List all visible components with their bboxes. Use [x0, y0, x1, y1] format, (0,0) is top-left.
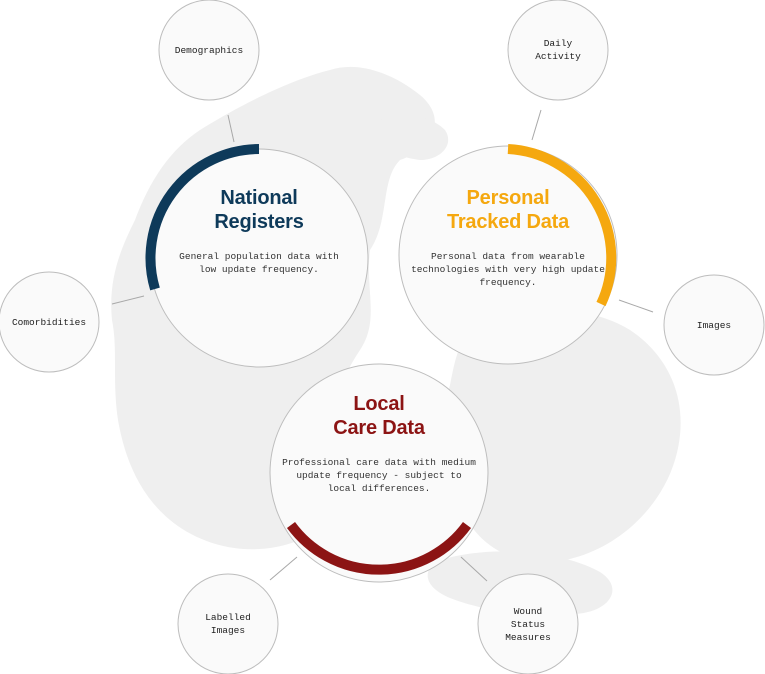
personal-title: Personal Tracked Data: [398, 186, 618, 234]
node-images: Images: [664, 275, 764, 375]
node-demographics: Demographics: [159, 0, 259, 100]
local-title-line2: Care Data: [333, 417, 425, 439]
circle-wound-status: [477, 573, 579, 674]
daily-activity-line1: Daily: [543, 38, 573, 49]
node-comorbidities: Comorbidities: [0, 272, 99, 372]
national-desc-line1: General population data with: [179, 251, 339, 262]
circle-images: [663, 274, 765, 376]
national-title-line2: Registers: [214, 211, 304, 233]
circle-local-care-data: [269, 363, 489, 583]
arc-personal-tracked-data: [507, 144, 617, 307]
national-description: General population data with low update …: [159, 250, 359, 276]
arc-local-care-data: [286, 522, 472, 575]
connector-comorbidities: [111, 295, 145, 305]
connector-images: [618, 299, 654, 313]
circle-demographics: [158, 0, 260, 101]
comorbidities-line1: Comorbidities: [11, 316, 87, 328]
circle-comorbidities: [0, 271, 100, 373]
local-title-line1: Local: [353, 393, 405, 415]
connectors: [111, 109, 654, 582]
personal-title-line1: Personal: [466, 187, 550, 209]
local-desc-line1: Professional care data with medium: [282, 457, 476, 468]
local-desc-line2: update frequency - subject to: [296, 470, 462, 481]
daily-activity-line2: Activity: [535, 51, 581, 62]
circle-daily-activity: [507, 0, 609, 101]
national-title: National Registers: [159, 186, 359, 234]
wound-status-line1: Wound: [513, 605, 543, 617]
local-description: Professional care data with medium updat…: [269, 456, 489, 495]
national-desc-line2: low update frequency.: [199, 264, 319, 275]
circle-personal-tracked-data: [398, 145, 618, 365]
connector-labelled-images: [269, 556, 298, 581]
connector-daily-activity: [531, 109, 542, 141]
wound-status-line3: Measures: [505, 631, 551, 643]
node-daily-activity: Daily Activity: [508, 0, 608, 100]
local-desc-line3: local differences.: [327, 483, 431, 494]
node-labelled-images: Labelled Images: [178, 574, 278, 674]
node-national-registers: National Registers General population da…: [159, 186, 359, 276]
personal-desc-line2: technologies with very high update: [411, 264, 605, 275]
map-island-small: [375, 114, 449, 160]
personal-title-line2: Tracked Data: [446, 211, 570, 233]
labelled-images-line2: Images: [210, 625, 246, 636]
map-island-zealand: [444, 309, 681, 563]
node-wound-status-measures: Wound Status Measures: [478, 574, 578, 674]
labelled-images-line1: Labelled: [205, 612, 251, 623]
connector-demographics: [227, 114, 235, 143]
node-local-care-data: Local Care Data Professional care data w…: [269, 392, 489, 495]
local-title: Local Care Data: [269, 392, 489, 440]
personal-description: Personal data from wearable technologies…: [398, 250, 618, 289]
circle-labelled-images: [177, 573, 279, 674]
main-node-circles: [149, 145, 618, 583]
personal-desc-line3: frequency.: [479, 277, 537, 288]
wound-status-line2: Status: [510, 618, 546, 630]
images-line1: Images: [696, 319, 732, 331]
arc-national-registers: [145, 144, 260, 291]
node-personal-tracked-data: Personal Tracked Data Personal data from…: [398, 186, 618, 289]
demographics-line1: Demographics: [174, 44, 244, 56]
personal-desc-line1: Personal data from wearable: [431, 251, 585, 262]
national-title-line1: National: [220, 187, 298, 209]
main-node-arcs: [145, 144, 617, 575]
connector-wound-status: [460, 556, 488, 582]
